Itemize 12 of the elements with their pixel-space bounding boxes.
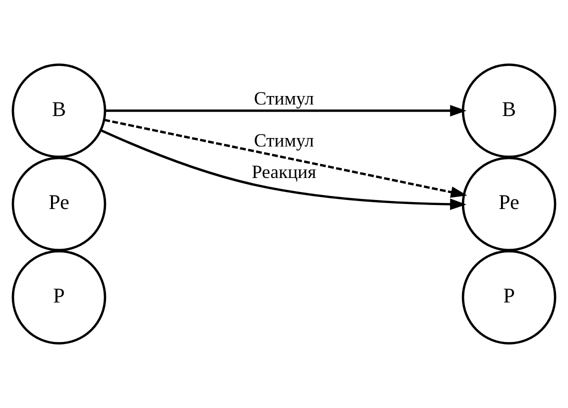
node-circle: Ре xyxy=(12,156,106,252)
node-circle: Р xyxy=(12,250,106,344)
node-circle: Ре xyxy=(462,156,556,252)
arrow xyxy=(100,129,466,210)
edge-label: Стимул xyxy=(254,88,314,110)
edge-label: Стимул xyxy=(254,130,314,152)
node-circle: Р xyxy=(462,250,556,344)
arrow xyxy=(104,118,468,198)
arrow xyxy=(105,105,466,116)
node-circle: В xyxy=(462,64,556,158)
edge-label: Реакция xyxy=(252,162,316,184)
node-circle: В xyxy=(12,64,106,158)
